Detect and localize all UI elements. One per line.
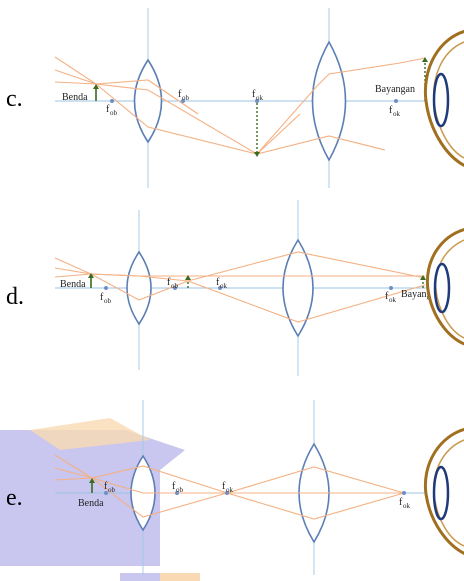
focal-point-ob-right: [181, 99, 185, 103]
f-ob-left-sub: ob: [104, 297, 112, 305]
light-rays: [54, 251, 426, 323]
focal-point-ob-left: [104, 286, 108, 290]
f-ok-left-sub: ok: [226, 486, 234, 494]
image-label: Bayangan: [401, 289, 441, 300]
f-ok-right-sub: ok: [389, 296, 397, 304]
light-rays: [54, 454, 405, 520]
focal-point-ok-right: [389, 286, 393, 290]
f-ob-left-label: f: [106, 104, 110, 115]
f-ob-right-label: f: [172, 481, 176, 492]
diagram-e: e. Benda f ob f ob f ok f ok: [6, 400, 464, 575]
f-ob-right-sub: ob: [176, 486, 184, 494]
f-ok-left-sub: ok: [256, 94, 264, 102]
eyepiece-lens: [311, 40, 347, 162]
focal-point-ob-right: [173, 286, 177, 290]
focal-point-ok-left: [225, 491, 229, 495]
object-label: Benda: [62, 92, 88, 103]
f-ok-right-label: f: [399, 497, 403, 508]
option-label-c: c.: [6, 86, 23, 112]
object-label: Benda: [60, 279, 86, 290]
f-ok-left-label: f: [216, 277, 220, 288]
option-label-d: d.: [6, 284, 24, 310]
focal-point-ob-left: [110, 99, 114, 103]
eyepiece-lens: [282, 238, 314, 338]
f-ob-right-sub: ob: [182, 94, 190, 102]
f-ok-left-label: f: [252, 89, 256, 100]
eye-icon: [423, 30, 464, 167]
f-ob-right-label: f: [178, 89, 182, 100]
focal-point-ok-right: [402, 491, 406, 495]
f-ob-left-label: f: [104, 481, 108, 492]
f-ob-right-label: f: [167, 277, 171, 288]
object-label: Benda: [78, 498, 104, 509]
focal-point-ob-left: [104, 491, 108, 495]
f-ok-right-sub: ok: [403, 502, 411, 510]
f-ok-left-label: f: [222, 481, 226, 492]
image-label: Bayangan: [375, 84, 415, 95]
f-ok-right-label: f: [389, 105, 393, 116]
focal-point-ok-right: [394, 99, 398, 103]
light-rays: [54, 56, 426, 155]
f-ok-right-sub: ok: [393, 110, 401, 118]
focal-point-ok-left: [218, 286, 222, 290]
f-ob-left-sub: ob: [108, 486, 116, 494]
f-ok-right-label: f: [385, 291, 389, 302]
eye-icon: [425, 228, 464, 346]
focal-point-ob-right: [175, 491, 179, 495]
diagram-c: c. Benda f ob f ob f ok f ok Bayangan: [6, 8, 464, 188]
objective-lens: [126, 250, 152, 326]
f-ob-right-sub: ob: [171, 282, 179, 290]
f-ob-left-sub: ob: [110, 109, 118, 117]
watermark-background: [0, 418, 464, 581]
f-ok-left-sub: ok: [220, 282, 228, 290]
f-ob-left-label: f: [100, 292, 104, 303]
diagram-d: d. Benda f ob f ob f ok f ok Bayangan: [6, 200, 464, 376]
eye-icon: [423, 428, 464, 555]
option-label-e: e.: [6, 485, 23, 511]
focal-point-ok-left: [255, 99, 259, 103]
